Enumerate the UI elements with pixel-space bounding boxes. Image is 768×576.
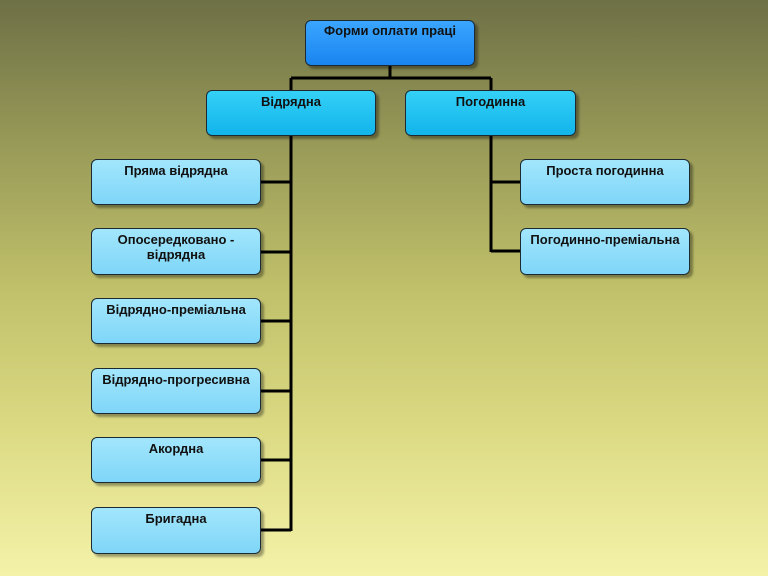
- leaf-node-label: Бригадна: [145, 511, 207, 526]
- leaf-node-brigade: Бригадна: [91, 507, 261, 554]
- leaf-node-lump-sum: Акордна: [91, 437, 261, 483]
- leaf-node-label: Проста погодинна: [546, 163, 664, 178]
- leaf-node-simple-time-based: Проста погодинна: [520, 159, 690, 205]
- category-node-label: Відрядна: [261, 94, 321, 109]
- root-node-label: Форми оплати праці: [324, 23, 456, 38]
- leaf-node-time-based-bonus: Погодинно-преміальна: [520, 228, 690, 275]
- leaf-node-label: Погодинно-преміальна: [530, 232, 680, 247]
- category-node-piecework: Відрядна: [206, 90, 376, 136]
- root-node-forms-of-pay: Форми оплати праці: [305, 20, 475, 66]
- leaf-node-label: Акордна: [148, 441, 204, 456]
- leaf-node-label: Опосередковано - відрядна: [117, 232, 235, 262]
- category-node-label: Погодинна: [455, 94, 526, 109]
- category-node-time-based: Погодинна: [405, 90, 576, 136]
- leaf-node-piecework-progressive: Відрядно-прогресивна: [91, 368, 261, 414]
- leaf-node-label: Відрядно-преміальна: [106, 302, 246, 317]
- leaf-node-indirect-piecework: Опосередковано - відрядна: [91, 228, 261, 275]
- leaf-node-label: Відрядно-прогресивна: [102, 372, 250, 387]
- leaf-node-label: Пряма відрядна: [124, 163, 228, 178]
- leaf-node-piecework-bonus: Відрядно-преміальна: [91, 298, 261, 344]
- leaf-node-direct-piecework: Пряма відрядна: [91, 159, 261, 205]
